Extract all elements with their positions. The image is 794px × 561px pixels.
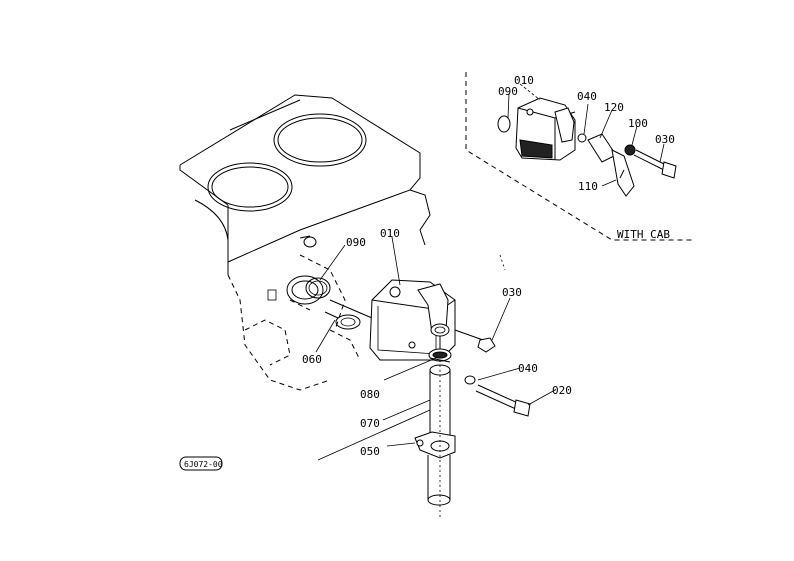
inset-with-cab bbox=[465, 72, 695, 241]
callout-070: 070 bbox=[360, 417, 380, 430]
bolt-030 bbox=[454, 329, 496, 353]
o-ring-inner bbox=[308, 280, 328, 296]
thermostat bbox=[428, 348, 452, 363]
callout-120: 120 bbox=[604, 101, 624, 114]
pipe-flange bbox=[414, 431, 456, 459]
callout-030-main: 030 bbox=[502, 286, 522, 299]
callout-040-main: 040 bbox=[518, 362, 538, 375]
callout-010-main: 010 bbox=[380, 227, 400, 240]
inset-label: WITH CAB bbox=[617, 228, 670, 241]
leader-lines bbox=[315, 83, 665, 461]
drawing-code-badge: 6J072-00 bbox=[179, 456, 223, 471]
callout-050: 050 bbox=[360, 445, 380, 458]
callout-100: 100 bbox=[628, 117, 648, 130]
callout-020: 020 bbox=[552, 384, 572, 397]
engine-block bbox=[179, 94, 431, 391]
callout-040-inset: 040 bbox=[577, 90, 597, 103]
bolt-020 bbox=[475, 384, 531, 417]
drawing-code: 6J072-00 bbox=[184, 460, 223, 469]
o-ring bbox=[305, 277, 331, 299]
callout-110: 110 bbox=[578, 180, 598, 193]
washer-040 bbox=[464, 375, 476, 385]
callout-060: 060 bbox=[302, 353, 322, 366]
thermostat-housing bbox=[369, 279, 456, 361]
callout-090-inset: 090 bbox=[498, 85, 518, 98]
callout-010-inset: 010 bbox=[514, 74, 534, 87]
callout-090-main: 090 bbox=[346, 236, 366, 249]
callout-030-inset: 030 bbox=[655, 133, 675, 146]
callout-080: 080 bbox=[360, 388, 380, 401]
